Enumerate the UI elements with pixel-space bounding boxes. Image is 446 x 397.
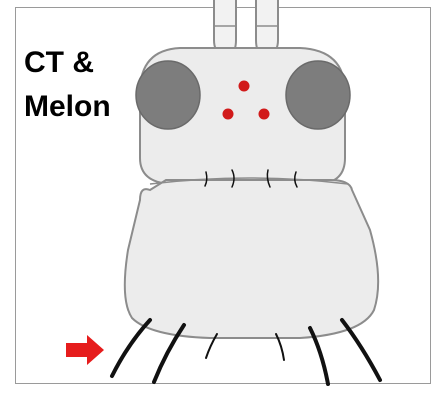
antennae xyxy=(214,0,278,54)
pronotum xyxy=(125,180,378,338)
ocellus-top xyxy=(239,81,250,92)
right-antenna xyxy=(256,0,278,54)
ocellus-right xyxy=(259,109,270,120)
caption-line-2: Melon xyxy=(24,85,111,129)
figure-caption: CT & Melon xyxy=(24,41,111,129)
left-compound-eye xyxy=(136,61,200,129)
left-antenna xyxy=(214,0,236,54)
seta-posteromarginal-6 xyxy=(342,320,380,380)
ocellus-left xyxy=(223,109,234,120)
arrow-right-icon xyxy=(66,335,104,365)
caption-line-1: CT & xyxy=(24,41,111,85)
seta-posteromarginal-1 xyxy=(112,320,150,376)
right-compound-eye xyxy=(286,61,350,129)
